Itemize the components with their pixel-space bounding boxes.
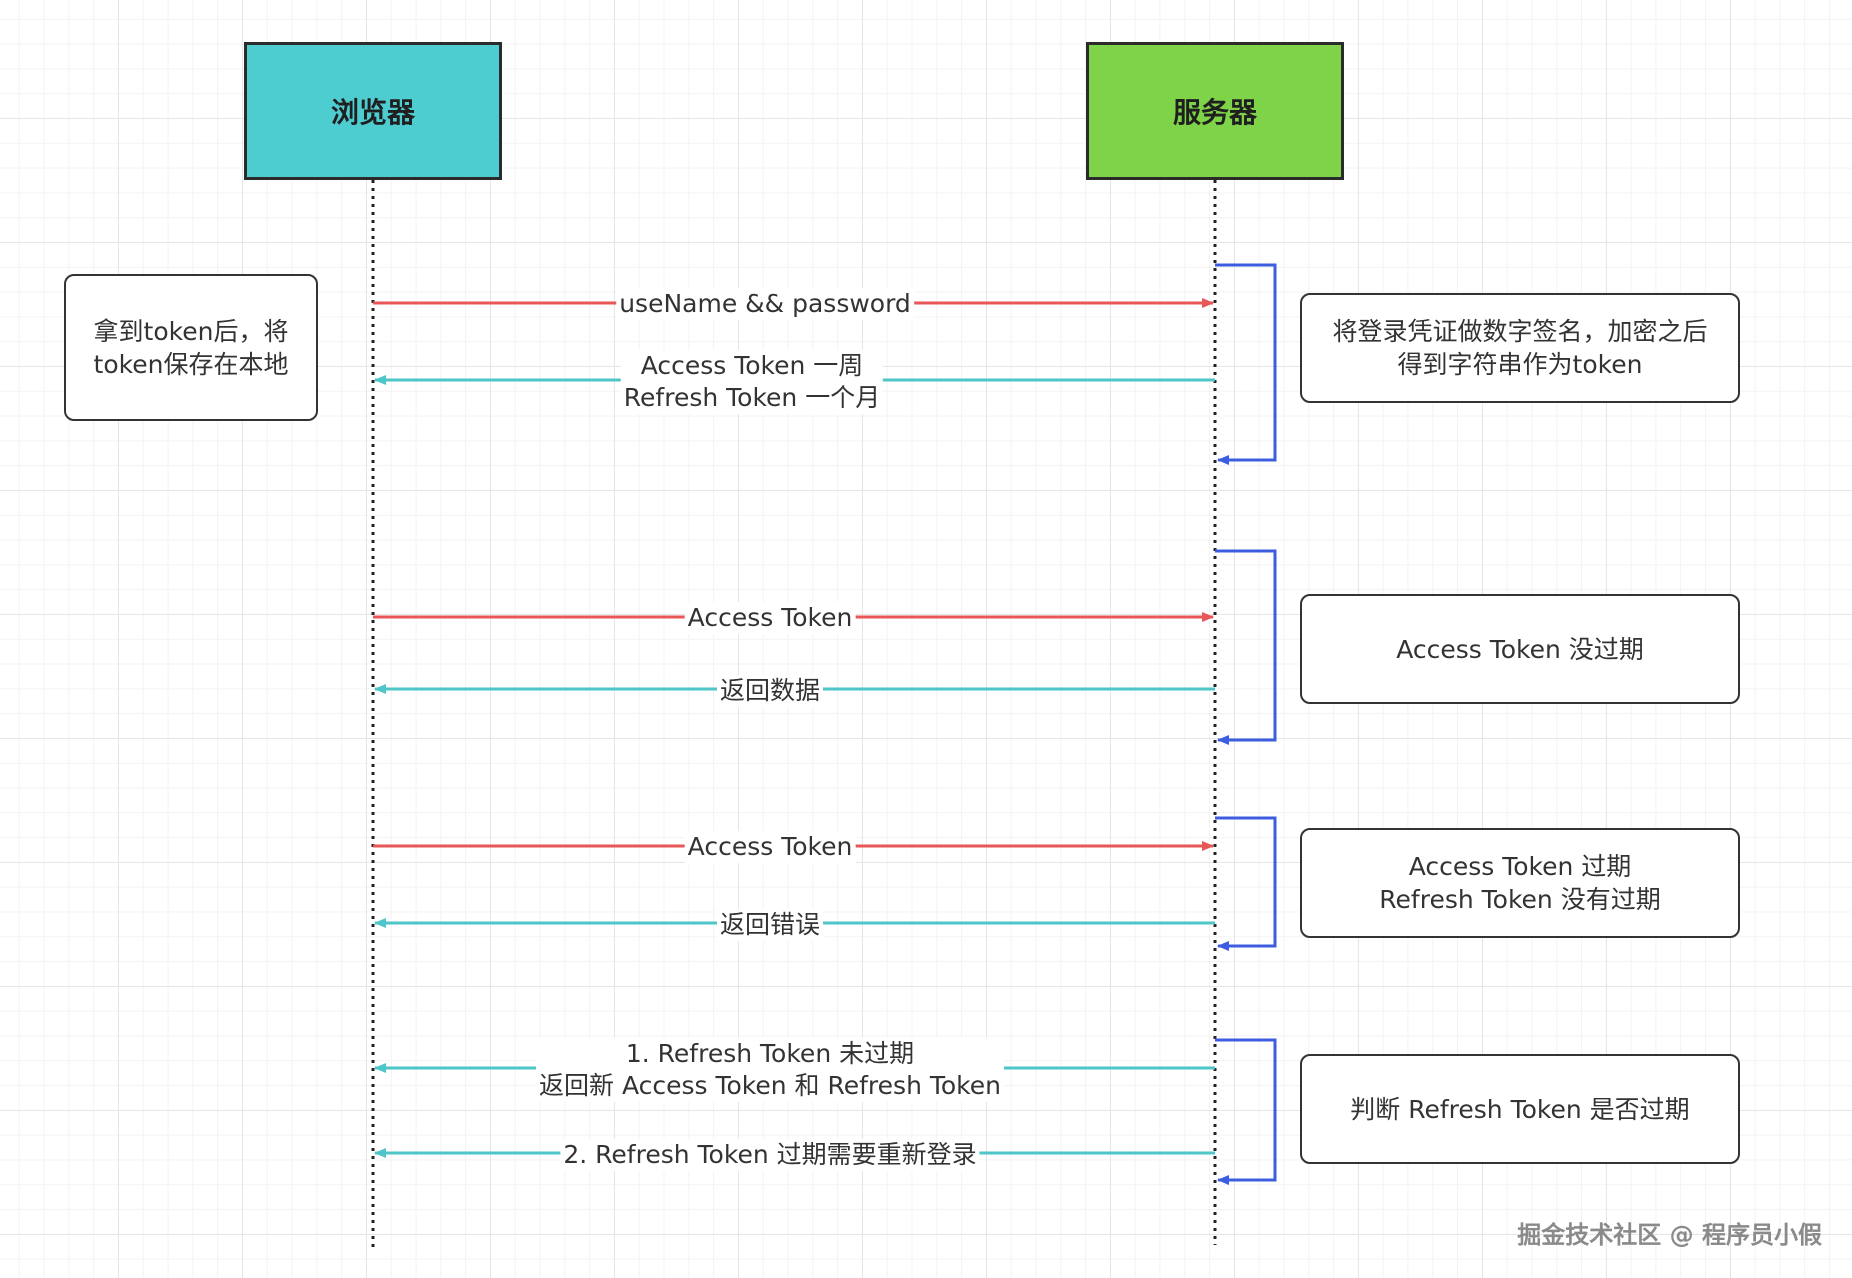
note-browser-store-token: 拿到token后，将 token保存在本地	[64, 274, 318, 421]
note-judge-refresh: 判断 Refresh Token 是否过期	[1300, 1054, 1740, 1164]
watermark: 掘金技术社区 @ 程序员小假	[1517, 1221, 1822, 1249]
note-access-not-expired: Access Token 没过期	[1300, 594, 1740, 704]
browser-actor-label: 浏览器	[330, 96, 415, 129]
message-label-data-response: 返回数据	[716, 675, 824, 707]
server-actor: 服务器	[1086, 42, 1344, 180]
message-label-error-response: 返回错误	[716, 909, 824, 941]
self-loop-1	[1215, 263, 1277, 465]
note-access-expired: Access Token 过期 Refresh Token 没有过期	[1300, 828, 1740, 938]
message-label-login: useName && password	[616, 288, 914, 320]
browser-actor: 浏览器	[244, 42, 502, 180]
message-label-access-request-2: Access Token	[684, 831, 856, 863]
message-label-refresh-expired: 2. Refresh Token 过期需要重新登录	[560, 1139, 980, 1171]
note-sign-token: 将登录凭证做数字签名，加密之后 得到字符串作为token	[1300, 293, 1740, 403]
self-loop-3	[1215, 816, 1277, 951]
self-loop-4	[1215, 1038, 1277, 1185]
self-loop-2	[1215, 549, 1277, 745]
message-label-token-response: Access Token 一周 Refresh Token 一个月	[620, 350, 884, 414]
message-label-access-request-1: Access Token	[684, 602, 856, 634]
server-actor-label: 服务器	[1172, 96, 1257, 129]
message-label-refresh-ok: 1. Refresh Token 未过期 返回新 Access Token 和 …	[536, 1038, 1004, 1102]
